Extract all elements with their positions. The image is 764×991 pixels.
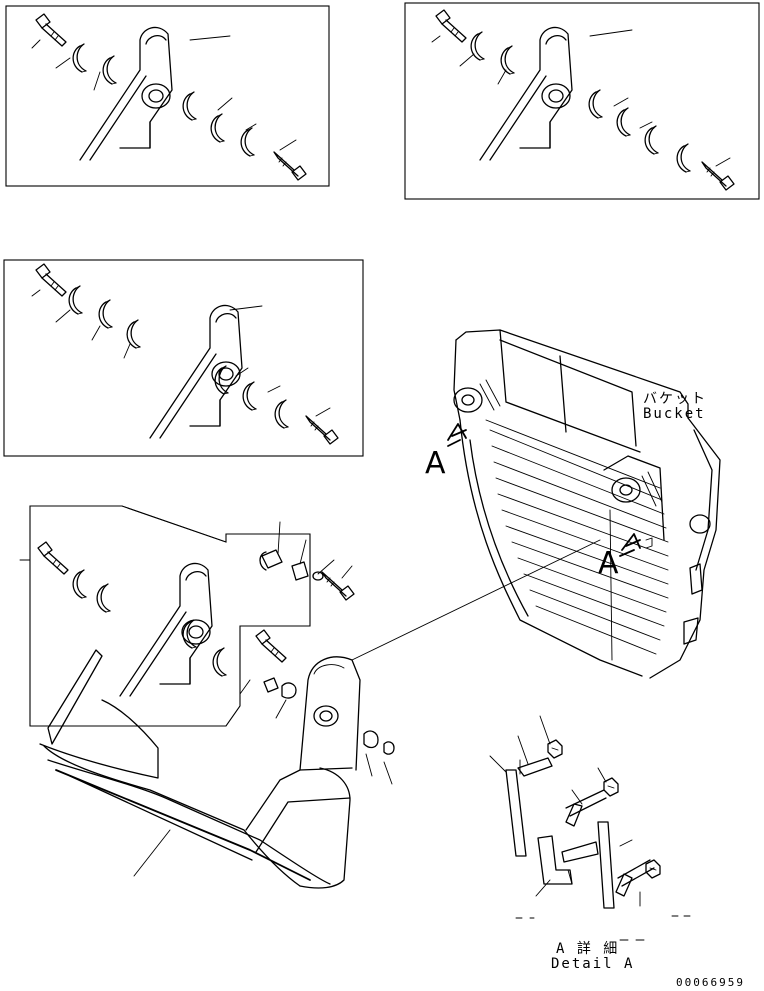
view-upper-left: [5, 5, 330, 187]
detail-a: [489, 715, 691, 941]
arrow-icon: [619, 533, 641, 557]
view-a-label-right: A: [598, 546, 619, 581]
view-middle-left: [3, 259, 364, 457]
bucket-label-en: Bucket: [643, 406, 706, 422]
detail-a-label-jp: A 詳 細: [556, 941, 620, 957]
bucket-overview: [351, 329, 721, 679]
detail-a-label-en: Detail A: [551, 956, 635, 972]
drawing-number: 00066959: [676, 976, 745, 989]
view-bucket-assembly: [19, 505, 395, 889]
view-a-label-left: A: [425, 446, 446, 481]
bucket-label-jp: バケット: [643, 391, 707, 407]
view-upper-right: [404, 2, 760, 200]
arrow-icon: [447, 423, 467, 447]
